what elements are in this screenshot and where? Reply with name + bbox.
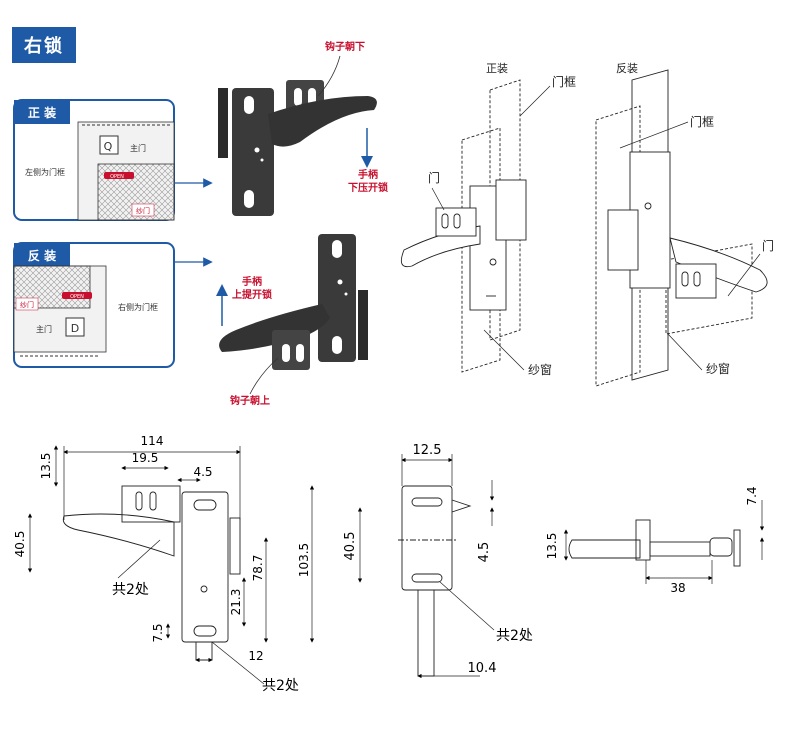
svg-text:门: 门 <box>428 170 440 185</box>
note-qty-1: 共2处 <box>112 582 149 598</box>
lock-icon <box>99 135 119 155</box>
callout-hook-down: 钩子朝下 <box>325 40 365 53</box>
screen-door-label: 纱门 <box>136 206 150 215</box>
dim-40-5a: 40.5 <box>13 531 27 558</box>
callout-hook-up: 钩子朝上 <box>230 394 270 407</box>
note-qty-3: 共2处 <box>496 628 533 644</box>
dim-4-5a: 4.5 <box>193 465 212 479</box>
svg-text:纱窗: 纱窗 <box>706 362 730 376</box>
install-reverse-title: 反装 <box>616 62 638 75</box>
inset-front-tag: 正 装 <box>28 105 56 120</box>
install-front-title: 正装 <box>486 62 508 75</box>
svg-text:纱窗: 纱窗 <box>528 363 552 377</box>
dim-12-5: 12.5 <box>413 443 442 458</box>
lock-icon <box>65 317 85 337</box>
right-frame-label: 右侧为门框 <box>118 302 158 312</box>
dim-7-4: 7.4 <box>745 486 759 505</box>
svg-text:D: D <box>71 322 79 335</box>
latch-hook-down <box>218 80 377 216</box>
install-front <box>400 79 527 373</box>
svg-text:门框: 门框 <box>552 74 576 89</box>
left-frame-label: 左侧为门框 <box>25 167 65 177</box>
latch-hook-up <box>219 234 368 370</box>
install-reverse <box>595 69 768 387</box>
callout-lift-2: 上提开锁 <box>232 288 272 301</box>
svg-text:OPEN: OPEN <box>110 174 124 180</box>
dim-13-5b: 13.5 <box>545 533 559 560</box>
svg-text:门框: 门框 <box>690 114 714 129</box>
svg-text:Q: Q <box>104 140 113 153</box>
dim-21-3: 21.3 <box>229 589 243 616</box>
note-qty-2: 共2处 <box>262 678 299 694</box>
dim-4-5b: 4.5 <box>477 542 492 563</box>
inset-reverse-tag: 反 装 <box>28 248 56 263</box>
main-door-label: 主门 <box>130 143 146 153</box>
dim-38: 38 <box>670 581 685 595</box>
dim-40-5b: 40.5 <box>343 532 358 561</box>
drawing-front-view <box>62 485 241 661</box>
dim-114: 114 <box>141 434 164 448</box>
inset-front-tag-bg <box>14 100 70 124</box>
page-title: 右锁 <box>12 27 76 63</box>
drawing-side-view <box>398 485 472 677</box>
inset-reverse: 反 装 OPEN 纱门 D 主门 右侧为门框 <box>13 242 175 368</box>
drawing-top-view <box>568 519 741 567</box>
svg-text:纱门: 纱门 <box>20 300 34 309</box>
dim-78-7: 78.7 <box>251 555 265 582</box>
dim-12: 12 <box>248 649 263 663</box>
svg-text:OPEN: OPEN <box>70 294 84 300</box>
dim-19-5: 19.5 <box>132 451 159 465</box>
callout-press-1: 手柄 <box>358 168 378 181</box>
dim-7-5: 7.5 <box>151 623 165 642</box>
dim-13-5a: 13.5 <box>39 453 53 480</box>
dim-10-4: 10.4 <box>468 661 497 676</box>
svg-text:门: 门 <box>762 238 774 253</box>
inset-front: 正 装 Q 主门 OPEN 纱门 左侧为门框 <box>13 99 175 221</box>
callout-press-2: 下压开锁 <box>348 181 388 194</box>
svg-text:主门: 主门 <box>36 324 52 334</box>
callout-lift-1: 手柄 <box>242 275 262 288</box>
dim-103-5: 103.5 <box>297 543 311 577</box>
